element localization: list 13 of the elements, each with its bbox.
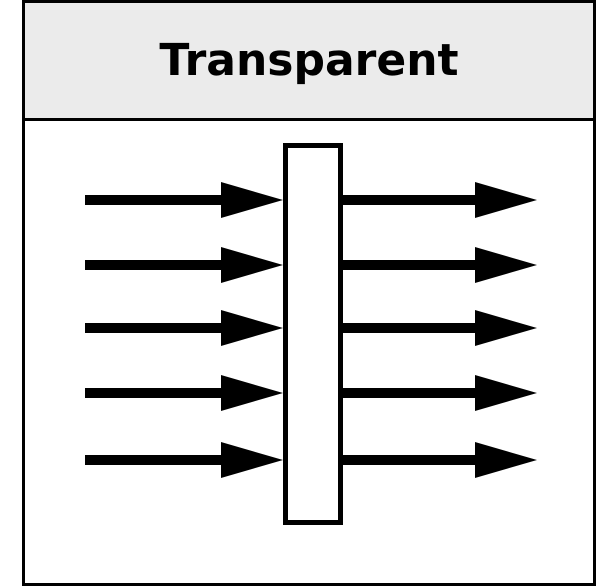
transparent-slab bbox=[283, 143, 343, 525]
arrow bbox=[343, 310, 537, 346]
arrow bbox=[343, 442, 537, 478]
arrow bbox=[343, 247, 537, 283]
arrow bbox=[85, 247, 283, 283]
arrow bbox=[85, 375, 283, 411]
arrow bbox=[85, 442, 283, 478]
arrow bbox=[85, 182, 283, 218]
panel bbox=[22, 0, 596, 586]
panel-heading: Transparent bbox=[25, 3, 593, 121]
arrow bbox=[343, 182, 537, 218]
arrow bbox=[85, 310, 283, 346]
arrow bbox=[343, 375, 537, 411]
